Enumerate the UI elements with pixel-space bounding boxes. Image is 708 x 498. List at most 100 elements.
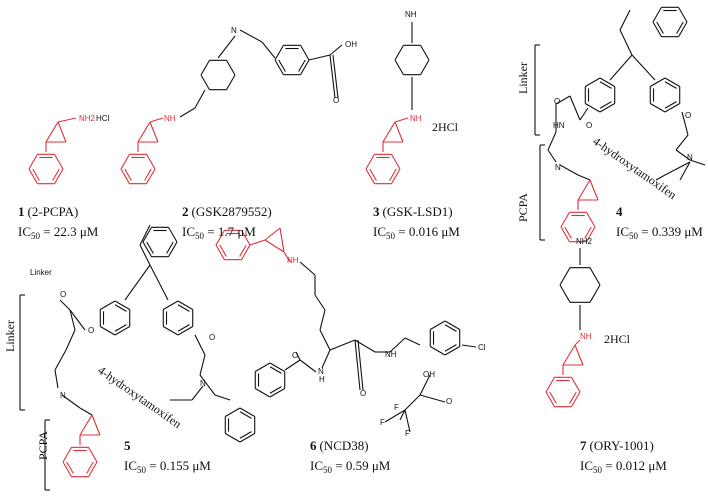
phenyl-ring xyxy=(62,447,72,463)
c2-piperidine xyxy=(226,60,236,76)
c6-biphenyl-ring1 xyxy=(269,366,282,374)
c6-biphenyl-ring1 xyxy=(255,388,271,398)
bond xyxy=(689,159,706,166)
c7-pcpa xyxy=(562,344,576,366)
ic50-label: IC xyxy=(310,458,323,473)
phenyl-ring xyxy=(120,168,130,184)
bond xyxy=(65,329,76,351)
phenyl-ring xyxy=(584,226,592,239)
svg-text:IC50 = 0.016 μM: IC50 = 0.016 μM xyxy=(373,224,460,241)
bond xyxy=(681,111,689,136)
bond xyxy=(279,227,285,253)
c4-phenyl-top xyxy=(678,21,688,37)
c6-f1: F xyxy=(394,403,399,412)
bond xyxy=(579,107,589,121)
c2-benzene xyxy=(278,59,286,72)
phenyl-ring xyxy=(144,168,152,181)
phenyl-ring xyxy=(545,377,555,393)
c4-linker-label: Linker xyxy=(516,62,530,94)
compound-number: 1 xyxy=(18,204,25,219)
bond xyxy=(631,54,656,81)
c6-chlorophenyl xyxy=(444,346,460,356)
c4-phenyl-ring2 xyxy=(650,103,666,113)
bond xyxy=(319,329,331,351)
c3-cyclopropane xyxy=(382,121,396,143)
ic50-label: IC xyxy=(616,224,629,239)
c6-biphenyl-ring2 xyxy=(239,431,252,439)
svg-text:IC50 = 0.59 μM: IC50 = 0.59 μM xyxy=(310,458,391,475)
compound-number: 6 xyxy=(310,438,317,453)
ic50-label: IC xyxy=(373,224,386,239)
c6-phenyl xyxy=(215,244,225,260)
bond xyxy=(404,337,421,346)
c7-cyclohexane xyxy=(559,284,571,303)
c5-o2: O xyxy=(88,326,94,335)
bond xyxy=(194,89,206,109)
bond xyxy=(655,174,666,181)
c7-salt: 2HCl xyxy=(604,332,631,346)
phenyl-ring xyxy=(146,154,156,170)
bond xyxy=(664,161,691,176)
c6-biphenyl-ring1 xyxy=(269,388,285,398)
bond xyxy=(574,339,581,346)
ic50-label: IC xyxy=(182,224,195,239)
bond xyxy=(179,107,196,118)
phenyl-ring xyxy=(124,168,132,181)
c4-phenol-ring xyxy=(585,103,601,113)
c6-phenyl xyxy=(215,230,225,246)
c3-piperidine xyxy=(394,45,404,61)
c6-chlorophenyl xyxy=(430,320,446,330)
compound-number: 2 xyxy=(182,204,189,219)
c2-oh: OH xyxy=(345,40,357,49)
bond xyxy=(404,394,421,411)
bond xyxy=(547,131,557,151)
bond xyxy=(419,394,446,403)
svg-text:IC50 = 0.012 μM: IC50 = 0.012 μM xyxy=(580,458,667,475)
c4-phenol-ring xyxy=(599,101,612,109)
phenyl-ring xyxy=(88,447,98,463)
bond xyxy=(329,44,343,56)
svg-text:IC50 = 0.339 μM: IC50 = 0.339 μM xyxy=(616,224,703,241)
phenyl-ring xyxy=(52,168,60,181)
c6-biphenyl-ring2 xyxy=(225,407,241,417)
c5-linker-label: Linker xyxy=(3,320,17,352)
bond xyxy=(319,309,326,331)
bond xyxy=(194,334,206,356)
ic50-value: = 0.155 μM xyxy=(146,458,211,473)
ic50-sub: 50 xyxy=(31,231,41,241)
phenyl-ring xyxy=(564,226,572,239)
c4-phenyl-ring2 xyxy=(664,77,680,87)
bond xyxy=(394,117,409,123)
c1-amine: NH2 xyxy=(79,114,96,123)
svg-text:2(GSK2879552): 2(GSK2879552) xyxy=(182,204,272,219)
bond xyxy=(619,9,631,31)
c4-pcpa xyxy=(589,179,599,201)
c2-nh: NH xyxy=(164,114,176,123)
c6-phenyl xyxy=(241,230,251,246)
ic50-label: IC xyxy=(18,224,31,239)
c2-cyclopropane xyxy=(149,121,159,143)
ic50-value: = 0.59 μM xyxy=(332,458,391,473)
ic50-value: = 0.016 μM xyxy=(395,224,460,239)
c4-pcpa-label: PCPA xyxy=(516,193,530,222)
bond xyxy=(261,41,276,59)
c3-piperidine xyxy=(420,45,430,61)
c6-o2: O xyxy=(360,389,366,398)
c5-phenol-ring xyxy=(114,326,130,336)
c5-linker-top: Linker xyxy=(30,268,52,277)
c6-chlorophenyl xyxy=(444,320,460,330)
c6-biphenyl-ring2 xyxy=(239,407,255,417)
c2-cyclopropane xyxy=(137,121,151,143)
phenyl-ring xyxy=(120,154,130,170)
ic50-sub: 50 xyxy=(593,465,603,475)
phenyl-ring xyxy=(571,391,581,407)
compound-name: (ORY-1001) xyxy=(590,438,654,453)
c4-phenyl-ring2 xyxy=(650,77,666,87)
c7-pcpa xyxy=(574,344,584,366)
c4-phenol-ring xyxy=(585,77,601,87)
c5-phenyl-ring2 xyxy=(177,300,193,310)
phenyl-ring xyxy=(369,168,377,181)
compound-number: 5 xyxy=(124,438,131,453)
bond xyxy=(619,29,633,56)
c6-f3: F xyxy=(380,418,385,427)
